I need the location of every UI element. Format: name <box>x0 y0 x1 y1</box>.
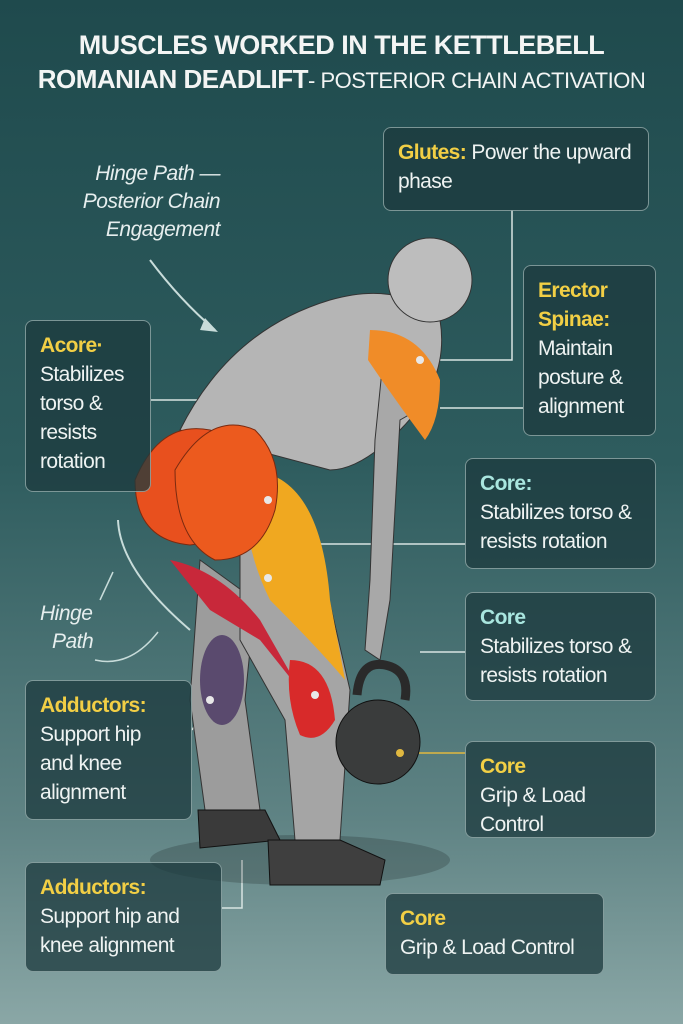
label-adductors-1: Adductors: Support hip and knee alignmen… <box>25 680 192 820</box>
title-line-2: ROMANIAN DEADLIFT- POSTERIOR CHAIN ACTIV… <box>0 64 683 95</box>
label-text: Support hip and knee alignment <box>40 905 180 957</box>
title-bold: ROMANIAN DEADLIFT <box>37 64 309 94</box>
marker-dots <box>206 356 424 704</box>
label-acore: Acore· Stabilizes torso & resists rotati… <box>25 320 151 492</box>
note-line: Hinge Path — <box>95 162 220 185</box>
label-text: Stabilizes torso & resists rotation <box>480 635 632 687</box>
calf-muscle <box>288 660 335 738</box>
label-title: Core: <box>480 472 532 495</box>
label-text: Stabilizes torso & resists rotation <box>40 363 124 473</box>
label-erector-spinae: Erector Spinae: Maintain posture & align… <box>523 265 656 436</box>
hinge-arc <box>117 519 191 631</box>
glute-right <box>174 424 278 561</box>
hamstring-muscle <box>170 560 300 690</box>
title-line-1: MUSCLES WORKED IN THE KETTLEBELL <box>78 30 605 60</box>
label-core-grip-2: Core Grip & Load Control <box>385 893 604 975</box>
label-title: Erector Spinae: <box>538 279 610 331</box>
label-title: Adductors: <box>40 694 147 717</box>
kettlebell-handle <box>352 659 411 701</box>
note-line: Engagement <box>105 218 221 241</box>
label-title: Acore· <box>40 334 104 357</box>
hinge-path-note: Hinge Path — Posterior Chain Engagement <box>40 160 221 244</box>
label-text: Maintain posture & alignment <box>538 337 624 418</box>
kettlebell <box>335 699 421 785</box>
note-line: Path <box>52 630 94 653</box>
note-line: Hinge <box>40 602 93 625</box>
label-core-1: Core: Stabilizes torso & resists rotatio… <box>465 458 656 569</box>
label-glutes: Glutes: Power the upward phase <box>383 127 649 211</box>
label-core-2: Core Stabilizes torso & resists rotation <box>465 592 656 701</box>
label-title: Core <box>400 907 446 930</box>
label-text: Power the upward phase <box>398 141 632 193</box>
head <box>387 237 473 323</box>
label-title: Adductors: <box>40 876 147 899</box>
label-title: Core <box>480 606 526 629</box>
shoe-front <box>267 839 386 886</box>
label-title: Glutes: <box>398 141 467 164</box>
note-line: Posterior Chain <box>82 190 221 213</box>
label-title: Core <box>480 755 526 778</box>
hinge-path-side-note: Hinge Path <box>40 600 110 656</box>
label-text: Grip & Load Control <box>400 936 575 959</box>
adductor-muscle <box>200 635 244 725</box>
arrow-icon <box>200 318 218 332</box>
title-subtitle: - POSTERIOR CHAIN ACTIVATION <box>308 68 646 93</box>
label-text: Support hip and knee alignment <box>40 723 141 804</box>
label-text: Grip & Load Control <box>480 784 586 836</box>
label-adductors-2: Adductors: Support hip and knee alignmen… <box>25 862 222 972</box>
label-text: Stabilizes torso & resists rotation <box>480 501 632 553</box>
label-core-grip: Core Grip & Load Control <box>465 741 656 838</box>
